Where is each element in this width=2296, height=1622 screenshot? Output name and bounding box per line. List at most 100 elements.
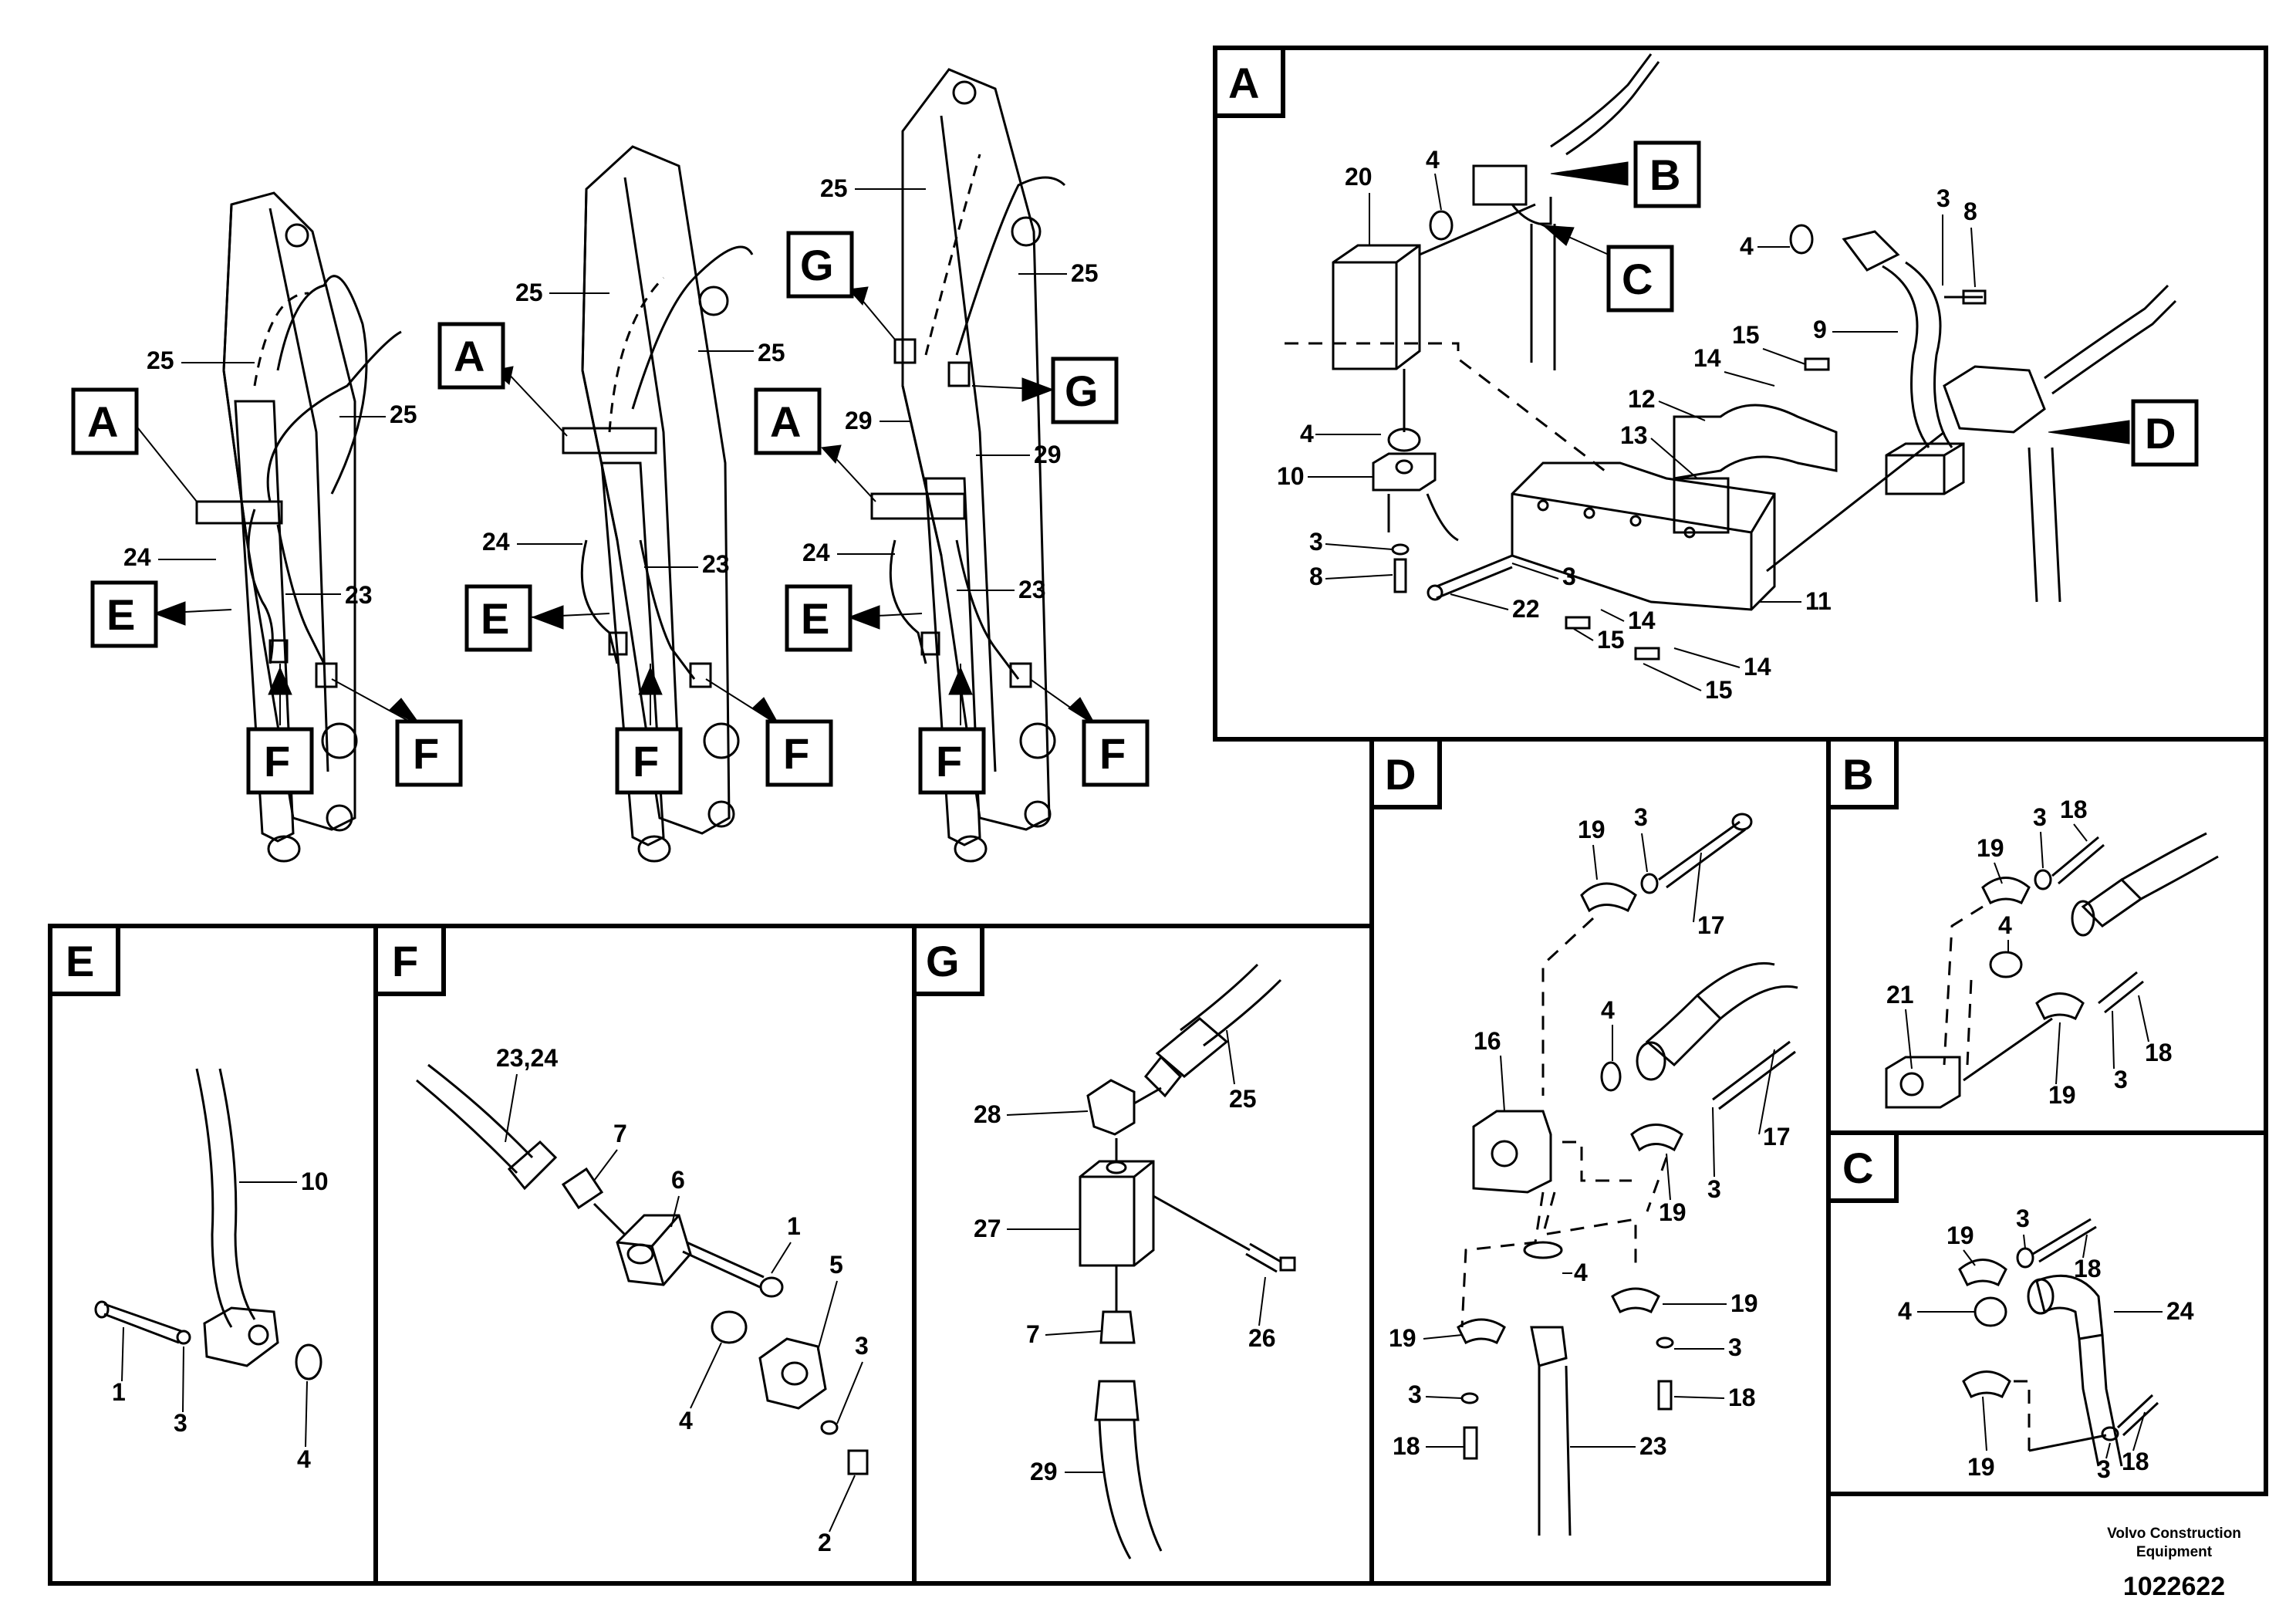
callout-E-boom1[interactable] <box>90 580 158 648</box>
boom-drawing-3 <box>870 68 1066 863</box>
label-24-boom2: 24 <box>482 528 510 556</box>
label-D-18a: 18 <box>1728 1384 1756 1411</box>
callout-C[interactable] <box>1606 245 1674 313</box>
label-G-27: 27 <box>974 1215 1001 1242</box>
callout-G-boom3-b[interactable] <box>1051 357 1119 424</box>
label-G-28: 28 <box>974 1100 1001 1128</box>
label-A-14a: 14 <box>1693 344 1721 372</box>
callout-E-boom3[interactable] <box>785 584 853 652</box>
label-D-19c: 19 <box>1730 1289 1758 1317</box>
label-E-4: 4 <box>297 1445 311 1473</box>
label-A-8b: 8 <box>1309 563 1323 590</box>
callout-A-boom3[interactable] <box>754 387 822 455</box>
label-F-4: 4 <box>679 1407 693 1434</box>
label-G-29: 29 <box>1030 1458 1058 1485</box>
label-23-boom3: 23 <box>1018 576 1046 603</box>
label-A-14c: 14 <box>1744 653 1771 681</box>
label-A-10: 10 <box>1277 462 1305 490</box>
label-A-15a: 15 <box>1732 321 1760 349</box>
callout-F-boom1-a-label: F <box>264 737 290 786</box>
panel-E-title: E <box>66 937 94 985</box>
label-A-9: 9 <box>1813 316 1827 343</box>
callout-F-boom1-a[interactable] <box>246 727 314 795</box>
panel-G: G 25 28 27 26 7 <box>912 924 1374 1586</box>
callout-B[interactable] <box>1633 140 1701 208</box>
callout-A-boom2-label: A <box>454 332 485 380</box>
panel-C-title-box <box>1826 1130 1899 1203</box>
footer: Volvo Construction Equipment 1022622 <box>2107 1526 2241 1601</box>
label-A-12: 12 <box>1628 385 1656 413</box>
callout-F-boom2-a-label: F <box>633 737 659 786</box>
label-B-3b: 3 <box>2114 1066 2128 1093</box>
panel-D: D <box>1369 737 1831 1586</box>
panel-B-title-box <box>1826 737 1899 809</box>
callout-F-boom1-b[interactable] <box>395 719 463 787</box>
label-C-18a: 18 <box>2074 1255 2102 1282</box>
callout-E-boom3-label: E <box>801 594 829 643</box>
label-D-4a: 4 <box>1601 996 1615 1024</box>
label-E-10: 10 <box>301 1168 329 1195</box>
label-D-19b: 19 <box>1659 1198 1687 1226</box>
label-C-4: 4 <box>1898 1297 1912 1325</box>
label-A-3b: 3 <box>1309 528 1323 556</box>
label-B-18b: 18 <box>2145 1039 2173 1066</box>
callout-E-boom1-label: E <box>106 590 135 639</box>
label-D-19a: 19 <box>1578 816 1606 843</box>
label-A-11: 11 <box>1805 587 1832 615</box>
label-A-14b: 14 <box>1628 607 1656 634</box>
callout-F-boom2-b[interactable] <box>765 719 833 787</box>
label-F-6: 6 <box>671 1166 685 1194</box>
label-E-3: 3 <box>174 1409 187 1437</box>
callout-A-boom1[interactable] <box>71 387 139 455</box>
panel-E-title-box <box>48 924 120 996</box>
callout-F-boom3-b-label: F <box>1099 729 1126 778</box>
label-D-23: 23 <box>1639 1432 1667 1460</box>
label-A-13: 13 <box>1620 421 1648 449</box>
panel-A-title-box <box>1213 46 1285 118</box>
label-C-3b: 3 <box>2097 1455 2111 1483</box>
label-D-3d: 3 <box>1408 1380 1422 1408</box>
callout-F-boom2-a[interactable] <box>615 727 683 795</box>
panel-B: B 19 3 18 4 21 3 18 19 <box>1826 737 2268 1135</box>
label-D-17a: 17 <box>1697 911 1725 939</box>
label-A-15b: 15 <box>1597 626 1625 654</box>
label-23-boom1: 23 <box>345 581 373 609</box>
panel-C: C 19 3 18 4 24 19 3 18 <box>1826 1130 2268 1496</box>
callout-E-boom2[interactable] <box>464 584 532 652</box>
label-G-25: 25 <box>1229 1085 1257 1113</box>
label-D-4b: 4 <box>1574 1259 1588 1286</box>
callout-F-boom3-b[interactable] <box>1082 719 1150 787</box>
label-C-24: 24 <box>2166 1297 2194 1325</box>
panel-G-title-box <box>912 924 984 996</box>
label-A-4b: 4 <box>1740 232 1754 260</box>
callout-G-boom3-a[interactable] <box>786 231 854 299</box>
callout-F-boom3-a[interactable] <box>918 727 986 795</box>
label-25-boom1-a: 25 <box>147 346 174 374</box>
label-25-boom3-a: 25 <box>820 174 848 202</box>
label-B-4: 4 <box>1998 911 2012 939</box>
label-23-boom2: 23 <box>702 550 730 578</box>
boom-drawing-2 <box>562 145 754 863</box>
callout-B-label: B <box>1649 150 1680 199</box>
label-D-18b: 18 <box>1393 1432 1420 1460</box>
label-B-19b: 19 <box>2048 1081 2076 1109</box>
label-G-7: 7 <box>1026 1320 1040 1348</box>
callout-D-label: D <box>2145 409 2176 458</box>
company-line-2: Equipment <box>2136 1544 2213 1560</box>
callout-F-boom3-a-label: F <box>936 737 962 786</box>
callout-C-label: C <box>1622 255 1653 303</box>
callout-D[interactable] <box>2131 399 2199 467</box>
callout-F-boom1-b-label: F <box>413 729 439 778</box>
label-A-22: 22 <box>1512 595 1540 623</box>
label-F-2: 2 <box>818 1529 832 1556</box>
label-D-17b: 17 <box>1763 1123 1791 1151</box>
label-D-3c: 3 <box>1728 1333 1742 1361</box>
label-B-21: 21 <box>1886 981 1914 1009</box>
label-A-3a: 3 <box>1936 184 1950 212</box>
label-C-3a: 3 <box>2016 1205 2030 1232</box>
label-24-boom1: 24 <box>123 543 151 571</box>
panel-C-title: C <box>1842 1144 1873 1192</box>
callout-A-boom2[interactable] <box>437 322 505 390</box>
label-F-1: 1 <box>787 1212 801 1240</box>
